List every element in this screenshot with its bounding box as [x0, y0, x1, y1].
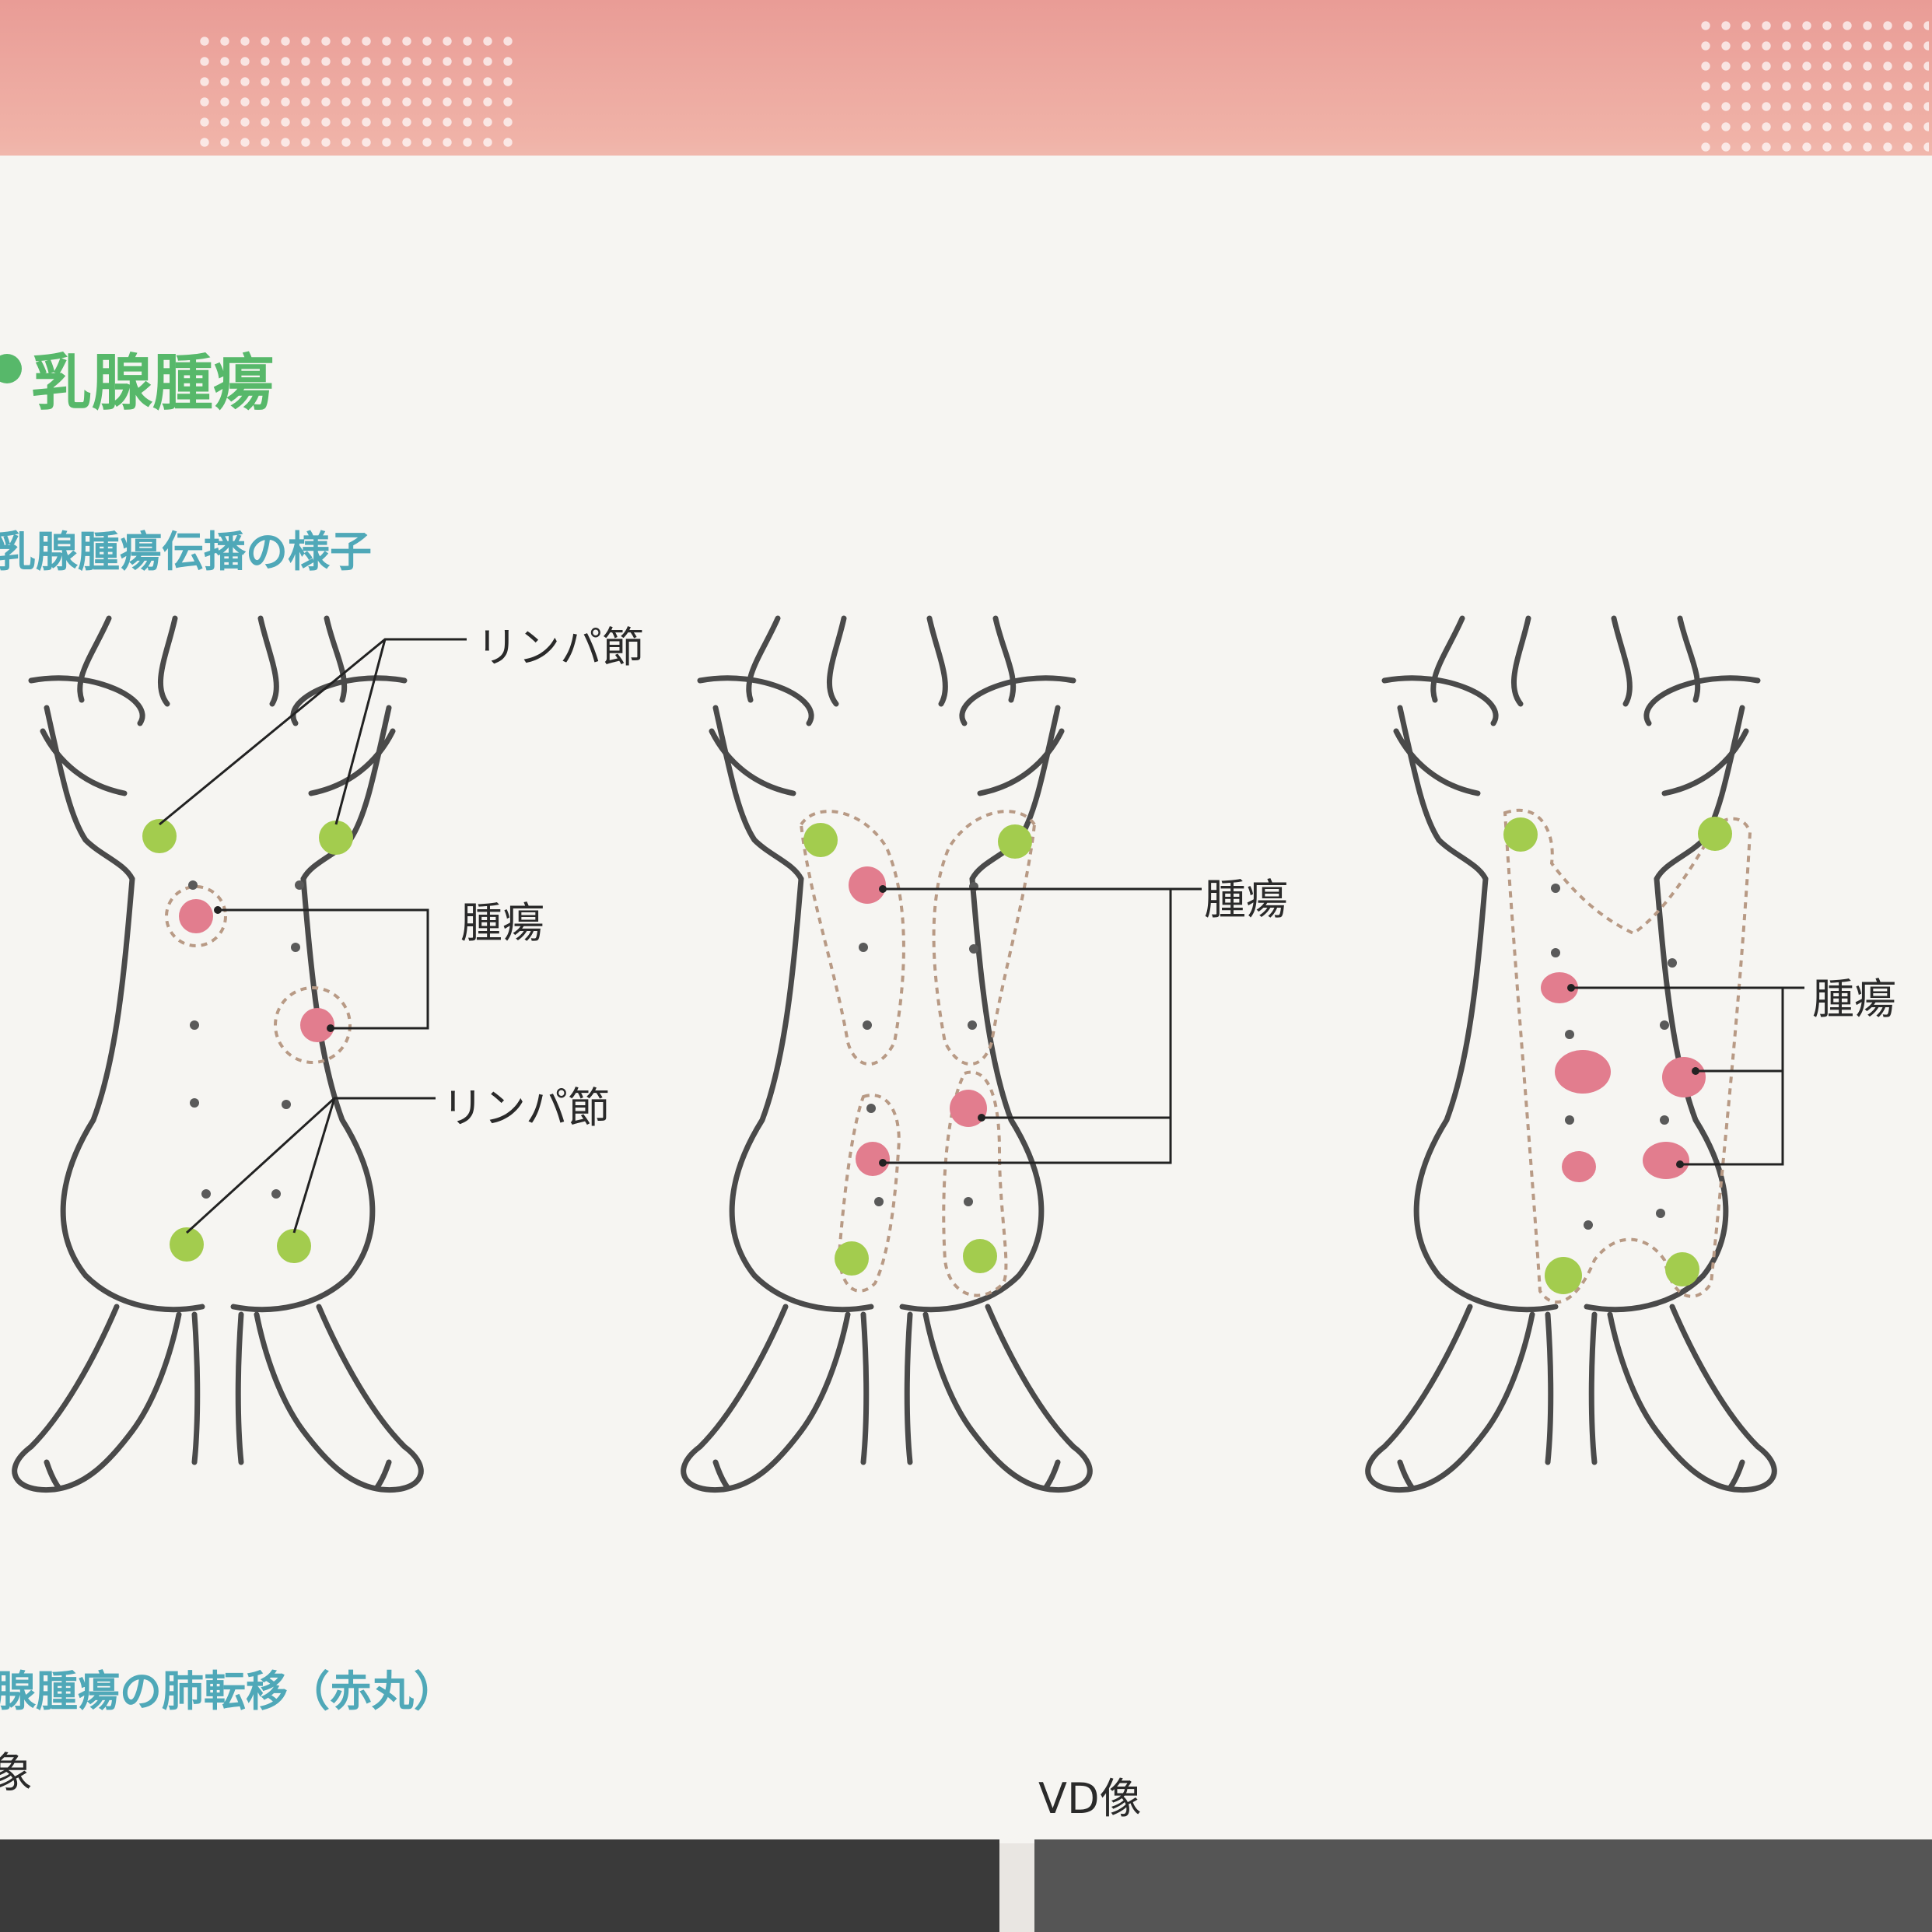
tumor — [849, 866, 886, 904]
tumor — [856, 1142, 890, 1176]
tumor — [179, 899, 213, 933]
section-title: 乳腺腫瘍 — [31, 348, 275, 418]
lymph-node — [1503, 817, 1538, 852]
tumor — [1562, 1151, 1596, 1182]
lymph-node — [1665, 1252, 1699, 1286]
tumor — [1662, 1057, 1706, 1097]
label-tumor-1: 腫瘍 — [460, 898, 544, 947]
subtitle-spread: 乳腺腫瘍伝播の様子 — [0, 527, 372, 576]
paper-page — [0, 156, 1932, 1843]
label-lymph-node-bottom: リンパ節 — [442, 1083, 610, 1132]
lymph-node — [142, 819, 177, 853]
label-lymph-node-top: リンパ節 — [476, 623, 644, 672]
lymph-node — [963, 1239, 997, 1273]
lymph-node — [1698, 817, 1732, 851]
dog-diagram-1 — [15, 618, 467, 1490]
lymph-node — [803, 823, 838, 857]
lymph-node — [170, 1227, 204, 1262]
tumor — [1541, 972, 1578, 1003]
dog-diagram-2 — [684, 618, 1202, 1490]
label-tumor-2: 腫瘍 — [1204, 875, 1288, 924]
tumor — [1555, 1050, 1611, 1094]
lymph-node — [319, 821, 353, 855]
banner-dot-pattern — [194, 31, 521, 179]
subtitle-metastasis: 腺腫瘍の肺転移（赤丸） — [0, 1667, 456, 1716]
lymph-node — [277, 1229, 311, 1263]
lymph-node — [835, 1241, 869, 1276]
caption-left-partial: 象 — [0, 1748, 33, 1797]
label-tumor-3: 腫瘍 — [1812, 975, 1896, 1024]
lymph-node — [1545, 1257, 1582, 1294]
dog-diagram-3 — [1368, 618, 1804, 1490]
lymph-node — [998, 824, 1032, 859]
xray-image-right — [1034, 1839, 1932, 1932]
caption-vd: VD像 — [1038, 1774, 1142, 1823]
tumor — [300, 1008, 334, 1042]
tumor — [1643, 1142, 1689, 1179]
xray-image-left — [0, 1839, 999, 1932]
